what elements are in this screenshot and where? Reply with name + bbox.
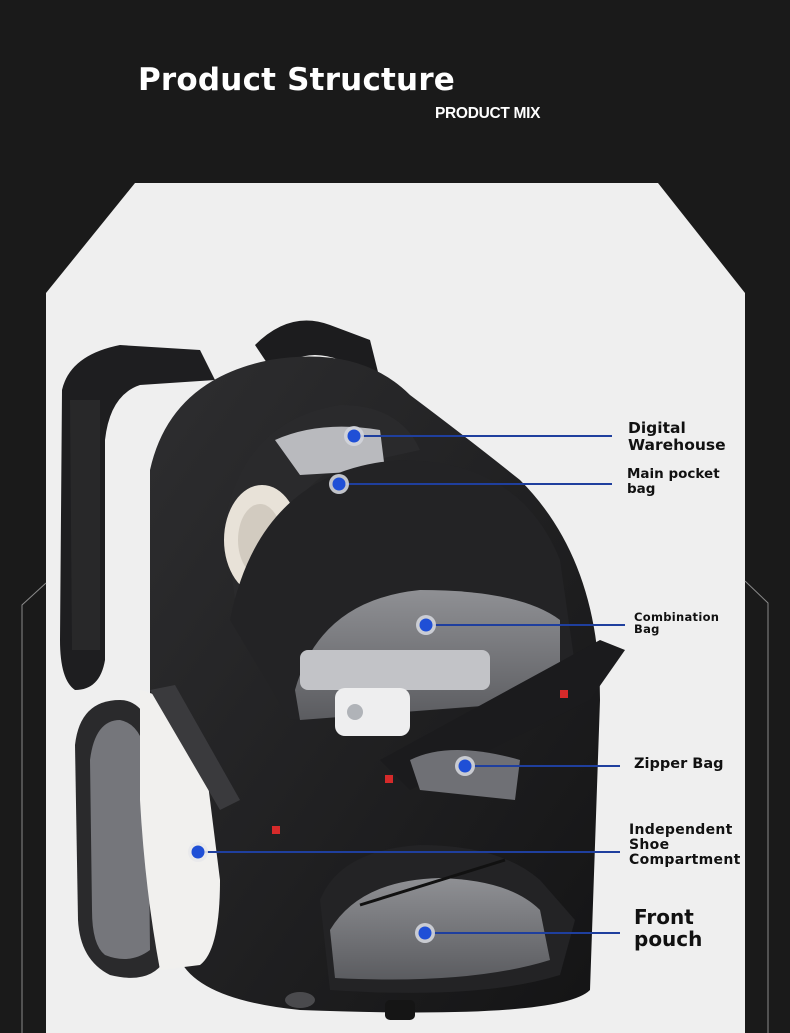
callout-label-front-pouch: Front pouch (634, 905, 703, 951)
callout-label-digital-warehouse: Digital Warehouse (628, 420, 726, 453)
page-subtitle: PRODUCT MIX (435, 105, 541, 122)
label-line: Bag (634, 622, 660, 637)
label-line: bag (627, 480, 656, 497)
label-line: Compartment (629, 852, 741, 869)
label-line: Independent (629, 822, 733, 838)
callout-main-pocket-leader (329, 474, 612, 494)
label-line: Zipper Bag (634, 756, 724, 772)
callout-combination-bag-leader (416, 615, 625, 635)
label-line: Digital (628, 419, 686, 437)
callout-digital-warehouse-leader (344, 426, 612, 446)
page-title: Product Structure (138, 62, 456, 98)
callout-label-zipper-bag: Zipper Bag (634, 756, 724, 773)
label-line: pouch (634, 926, 703, 951)
callout-label-main-pocket-bag: Main pocket bag (627, 467, 720, 496)
label-line: Front (634, 905, 694, 929)
label-line: Warehouse (628, 435, 726, 454)
callout-zipper-bag-leader (455, 756, 620, 776)
label-line: Main pocket (627, 466, 720, 482)
label-line: Shoe (629, 837, 670, 854)
callout-shoe-compartment-leader (188, 842, 620, 862)
callout-label-independent-shoe-compartment: Independent Shoe Compartment (629, 822, 741, 869)
callout-front-pouch-leader (415, 923, 620, 943)
label-line: Combination (634, 610, 720, 624)
callout-label-combination-bag: Combination Bag (634, 611, 719, 636)
